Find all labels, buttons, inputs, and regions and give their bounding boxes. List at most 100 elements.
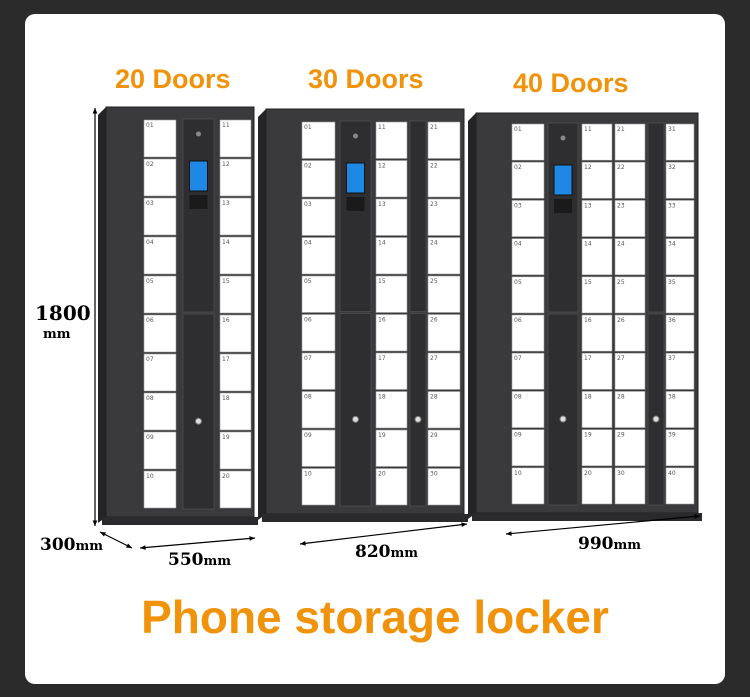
locker40-col3-door bbox=[614, 352, 646, 390]
locker30-lower-door bbox=[339, 313, 372, 507]
locker40-col4-door bbox=[665, 429, 695, 467]
locker20-left-door bbox=[143, 119, 177, 158]
locker40-col2-door bbox=[581, 161, 613, 199]
locker30-col1-door-number: 03 bbox=[304, 201, 312, 208]
locker40-col1-door bbox=[511, 200, 545, 237]
locker30-col2-door-number: 13 bbox=[378, 201, 386, 208]
locker30-col2-door-number: 18 bbox=[378, 394, 386, 401]
locker40-col2-door-number: 19 bbox=[584, 432, 592, 439]
locker40-narrow-control-door bbox=[647, 122, 665, 313]
locker30-col3-door bbox=[427, 237, 461, 275]
locker30-col2-door bbox=[375, 429, 408, 467]
locker20-left-door bbox=[143, 275, 177, 314]
locker30-col2-door-number: 15 bbox=[378, 278, 386, 285]
locker40-col2-door bbox=[581, 200, 613, 237]
locker40-col4-door bbox=[665, 200, 695, 237]
locker40-col3-door-number: 21 bbox=[617, 126, 625, 133]
locker30-col3-door-number: 26 bbox=[430, 317, 438, 324]
locker30-col3-door bbox=[427, 429, 461, 467]
locker30-col1-door-number: 06 bbox=[304, 317, 312, 324]
locker20-keypad bbox=[189, 195, 208, 209]
locker30-col2-door-number: 19 bbox=[378, 432, 386, 439]
locker40-col1-door bbox=[511, 123, 545, 161]
locker30-col2-door-number: 14 bbox=[378, 240, 386, 247]
locker20-right-door bbox=[219, 158, 252, 197]
locker30-col2-door-number: 16 bbox=[378, 317, 386, 324]
locker-label-20: 20 Doors bbox=[115, 64, 231, 94]
locker30-col2-door-number: 12 bbox=[378, 163, 386, 170]
locker30-col3-door-number: 22 bbox=[430, 163, 438, 170]
locker20-right-door bbox=[219, 392, 252, 431]
locker20-left-door-number: 09 bbox=[146, 434, 154, 441]
locker40-side-panel bbox=[468, 113, 476, 519]
locker40-col1-door-number: 05 bbox=[514, 279, 522, 286]
locker40-col4-door bbox=[665, 276, 695, 314]
locker30-col3-door-number: 23 bbox=[430, 201, 438, 208]
locker30-narrow-lower-door bbox=[409, 313, 427, 507]
locker40-col3-door-number: 30 bbox=[617, 470, 625, 477]
locker30-col2-door bbox=[375, 160, 408, 198]
locker40-col4-door-number: 35 bbox=[668, 279, 676, 286]
locker40-col2-door-number: 15 bbox=[584, 279, 592, 286]
locker30-col2-door bbox=[375, 352, 408, 390]
locker30-col2-door bbox=[375, 198, 408, 236]
locker30-col2-door-number: 20 bbox=[378, 471, 386, 478]
locker20-left-door-number: 04 bbox=[146, 239, 154, 246]
locker30-col1-door-number: 04 bbox=[304, 240, 312, 247]
locker40-col4-door-number: 32 bbox=[668, 164, 676, 171]
locker40-col3-door bbox=[614, 429, 646, 467]
locker20-right-door bbox=[219, 197, 252, 236]
locker30-col2-door-number: 11 bbox=[378, 124, 386, 131]
locker40-col2-door bbox=[581, 238, 613, 276]
locker20-right-door bbox=[219, 119, 252, 158]
locker30-col3-door-number: 30 bbox=[430, 471, 438, 478]
locker30-col3-door-number: 25 bbox=[430, 278, 438, 285]
locker30-col3-door bbox=[427, 121, 461, 159]
page-title: Phone storage locker bbox=[141, 591, 609, 643]
locker30-screen bbox=[346, 162, 365, 194]
locker20-lock-icon bbox=[195, 417, 202, 425]
locker30-col3-door-number: 21 bbox=[430, 124, 438, 131]
locker20-left-door-number: 10 bbox=[146, 473, 154, 480]
locker40-keypad bbox=[554, 199, 572, 213]
locker30-col3-door bbox=[427, 275, 461, 313]
locker40-col2-door bbox=[581, 314, 613, 352]
locker40-col2-door-number: 14 bbox=[584, 241, 592, 248]
locker30-control-door bbox=[339, 120, 372, 312]
locker30-narrow-control-door bbox=[409, 120, 427, 312]
width-dimension-40: 990mm bbox=[578, 534, 642, 554]
width-20-arrow-left bbox=[140, 545, 146, 550]
locker40-col3-door bbox=[614, 123, 646, 161]
locker30-col3-door-number: 28 bbox=[430, 394, 438, 401]
locker30-col1-door bbox=[301, 391, 336, 429]
width-dimension-30: 820mm bbox=[355, 542, 419, 562]
locker40-col1-door bbox=[511, 161, 545, 199]
locker40-col3-door bbox=[614, 238, 646, 276]
locker30-col3-door bbox=[427, 160, 461, 198]
locker20-left-door-number: 08 bbox=[146, 395, 154, 402]
width-30-arrow-left bbox=[300, 541, 306, 546]
locker40-col2-door-number: 11 bbox=[584, 126, 592, 133]
locker40-col4-door-number: 39 bbox=[668, 432, 676, 439]
locker20-left-door-number: 07 bbox=[146, 356, 154, 363]
locker40-col4-door-number: 36 bbox=[668, 317, 676, 324]
locker40-col1-door bbox=[511, 391, 545, 428]
locker40-col4-door-number: 40 bbox=[668, 470, 676, 477]
locker40-col2-door-number: 18 bbox=[584, 393, 592, 400]
locker40-col1-door bbox=[511, 352, 545, 390]
locker20-right-door-number: 14 bbox=[222, 239, 230, 246]
locker40-col3-door-number: 24 bbox=[617, 241, 625, 248]
locker20-left-door-number: 05 bbox=[146, 278, 154, 285]
locker40-base bbox=[472, 513, 702, 521]
depth-dimension: 300mm bbox=[40, 535, 104, 555]
locker40-col1-door-number: 08 bbox=[514, 393, 522, 400]
locker30-col1-door-number: 10 bbox=[304, 471, 312, 478]
locker40-col3-door bbox=[614, 391, 646, 428]
locker40-col4-door-number: 34 bbox=[668, 241, 676, 248]
locker30-col3-door bbox=[427, 391, 461, 429]
locker40-col1-door-number: 03 bbox=[514, 202, 522, 209]
locker20-right-door-number: 17 bbox=[222, 356, 230, 363]
locker30-keypad bbox=[346, 197, 365, 211]
locker30-col3-door bbox=[427, 352, 461, 390]
